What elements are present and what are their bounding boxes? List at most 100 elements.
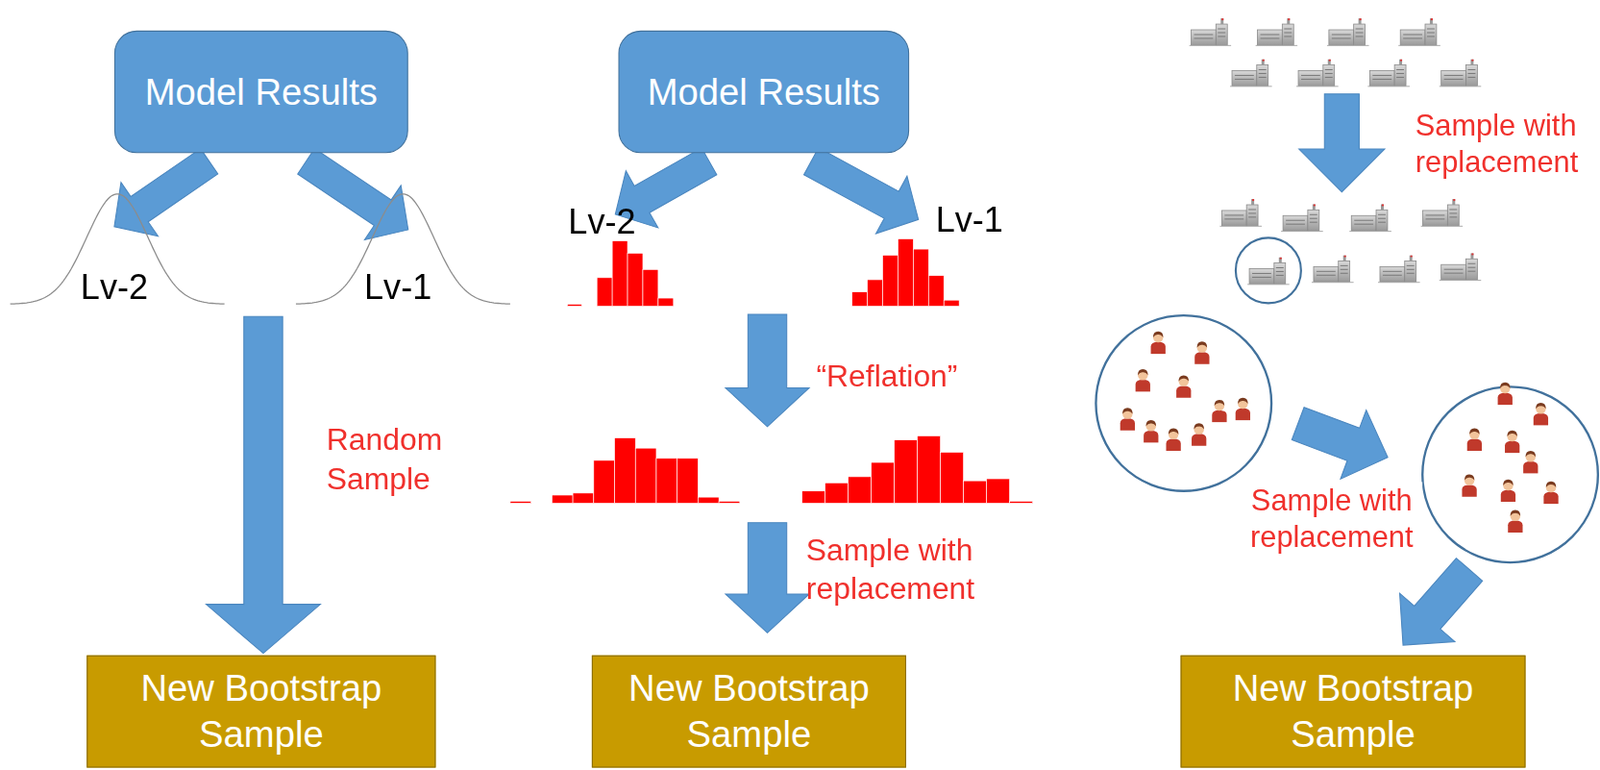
histogram-bar (883, 254, 899, 306)
step-label: Sample with replacement (806, 530, 1026, 608)
block-arrow (1400, 558, 1483, 645)
histogram (510, 438, 740, 504)
factory-icon (1349, 203, 1392, 231)
process-box: Model Results (114, 30, 409, 153)
group-circle (1422, 386, 1599, 563)
person-icon (1165, 428, 1181, 451)
histogram-bar (867, 279, 884, 307)
person-icon (1501, 479, 1516, 502)
step-label: Sample with replacement (1240, 481, 1423, 556)
person-icon (1523, 450, 1538, 473)
block-arrow (725, 522, 810, 634)
box-text: New Bootstrap Sample (603, 664, 896, 758)
person-icon (1191, 422, 1207, 445)
group-circle (1095, 315, 1272, 492)
histogram-bar (658, 297, 674, 306)
output-box: New Bootstrap Sample (591, 655, 907, 768)
factory-icon (1421, 198, 1464, 226)
factory-icon (1189, 18, 1232, 46)
box-text: Model Results (145, 69, 378, 116)
factory-icon (1247, 257, 1290, 285)
factory-icon (1398, 18, 1441, 46)
block-arrow (1299, 94, 1385, 193)
histogram-bar (596, 277, 613, 307)
person-icon (1498, 382, 1513, 405)
level-label: Lv-2 (556, 199, 649, 244)
histogram-bar (986, 478, 1010, 503)
step-label: “Reflation” (815, 357, 1000, 396)
factory-icon (1255, 18, 1299, 46)
histogram-bar (656, 458, 678, 504)
output-box: New Bootstrap Sample (86, 655, 436, 768)
factory-icon (1280, 203, 1324, 231)
histogram-bar (593, 460, 616, 504)
person-icon (1176, 374, 1191, 397)
histogram (566, 303, 582, 306)
histogram-bar (894, 440, 918, 504)
level-label: Lv-2 (68, 265, 161, 309)
factory-icon (1327, 18, 1370, 46)
histogram-bar (852, 292, 868, 307)
factory-icon (1367, 59, 1410, 87)
factory-icon (1219, 198, 1262, 226)
histogram-bar (531, 502, 553, 504)
box-text: New Bootstrap Sample (1191, 664, 1515, 758)
factory-icon (1230, 59, 1273, 87)
histogram-bar (963, 480, 987, 503)
person-icon (1461, 473, 1477, 496)
box-text: Model Results (647, 69, 881, 116)
histogram-bar (677, 458, 699, 504)
factory-icon (1439, 59, 1482, 87)
person-icon (1543, 481, 1558, 504)
histogram-bar (943, 299, 960, 306)
histogram-bar (1009, 500, 1034, 503)
person-icon (1235, 397, 1251, 420)
histogram (596, 241, 674, 307)
factory-icon (1378, 254, 1421, 282)
box-text: New Bootstrap Sample (98, 664, 425, 758)
block-arrow (297, 148, 409, 241)
histogram-bar (572, 492, 594, 504)
step-label: Random Sample (326, 419, 470, 497)
histogram-bar (551, 494, 573, 503)
histogram-bar (642, 269, 659, 306)
histogram-bar (848, 476, 872, 504)
histogram-bar (697, 496, 719, 503)
block-arrow (114, 148, 219, 237)
person-icon (1151, 331, 1166, 354)
block-arrow (725, 314, 810, 427)
process-box: Model Results (617, 30, 910, 153)
factory-icon (1439, 252, 1482, 280)
histogram-bar (917, 435, 941, 503)
person-icon (1143, 419, 1158, 443)
histogram-bar (802, 491, 826, 504)
factory-icon (1296, 59, 1339, 87)
block-arrow (1291, 407, 1388, 479)
histogram-bar (825, 482, 849, 503)
step-label: Sample with replacement (1415, 106, 1592, 181)
level-label: Lv-1 (351, 265, 444, 309)
person-icon (1467, 428, 1482, 451)
histogram-bar (612, 241, 628, 307)
selection-circle (1235, 237, 1302, 303)
level-label: Lv-1 (923, 197, 1016, 242)
histogram-bar (718, 500, 740, 503)
person-icon (1504, 430, 1520, 453)
histogram-bar (928, 275, 944, 307)
person-icon (1507, 510, 1523, 533)
block-arrow (804, 147, 919, 234)
histogram-bar (897, 238, 913, 306)
person-icon (1211, 399, 1227, 422)
histogram-bar (940, 451, 964, 503)
histogram (802, 435, 1034, 503)
person-icon (1135, 369, 1151, 392)
histogram-bar (510, 500, 532, 503)
person-icon (1533, 402, 1549, 425)
output-box: New Bootstrap Sample (1181, 655, 1527, 768)
factory-icon (1311, 254, 1354, 282)
person-icon (1120, 407, 1135, 430)
histogram-bar (566, 303, 582, 306)
histogram-bar (871, 462, 895, 503)
person-icon (1194, 341, 1209, 364)
